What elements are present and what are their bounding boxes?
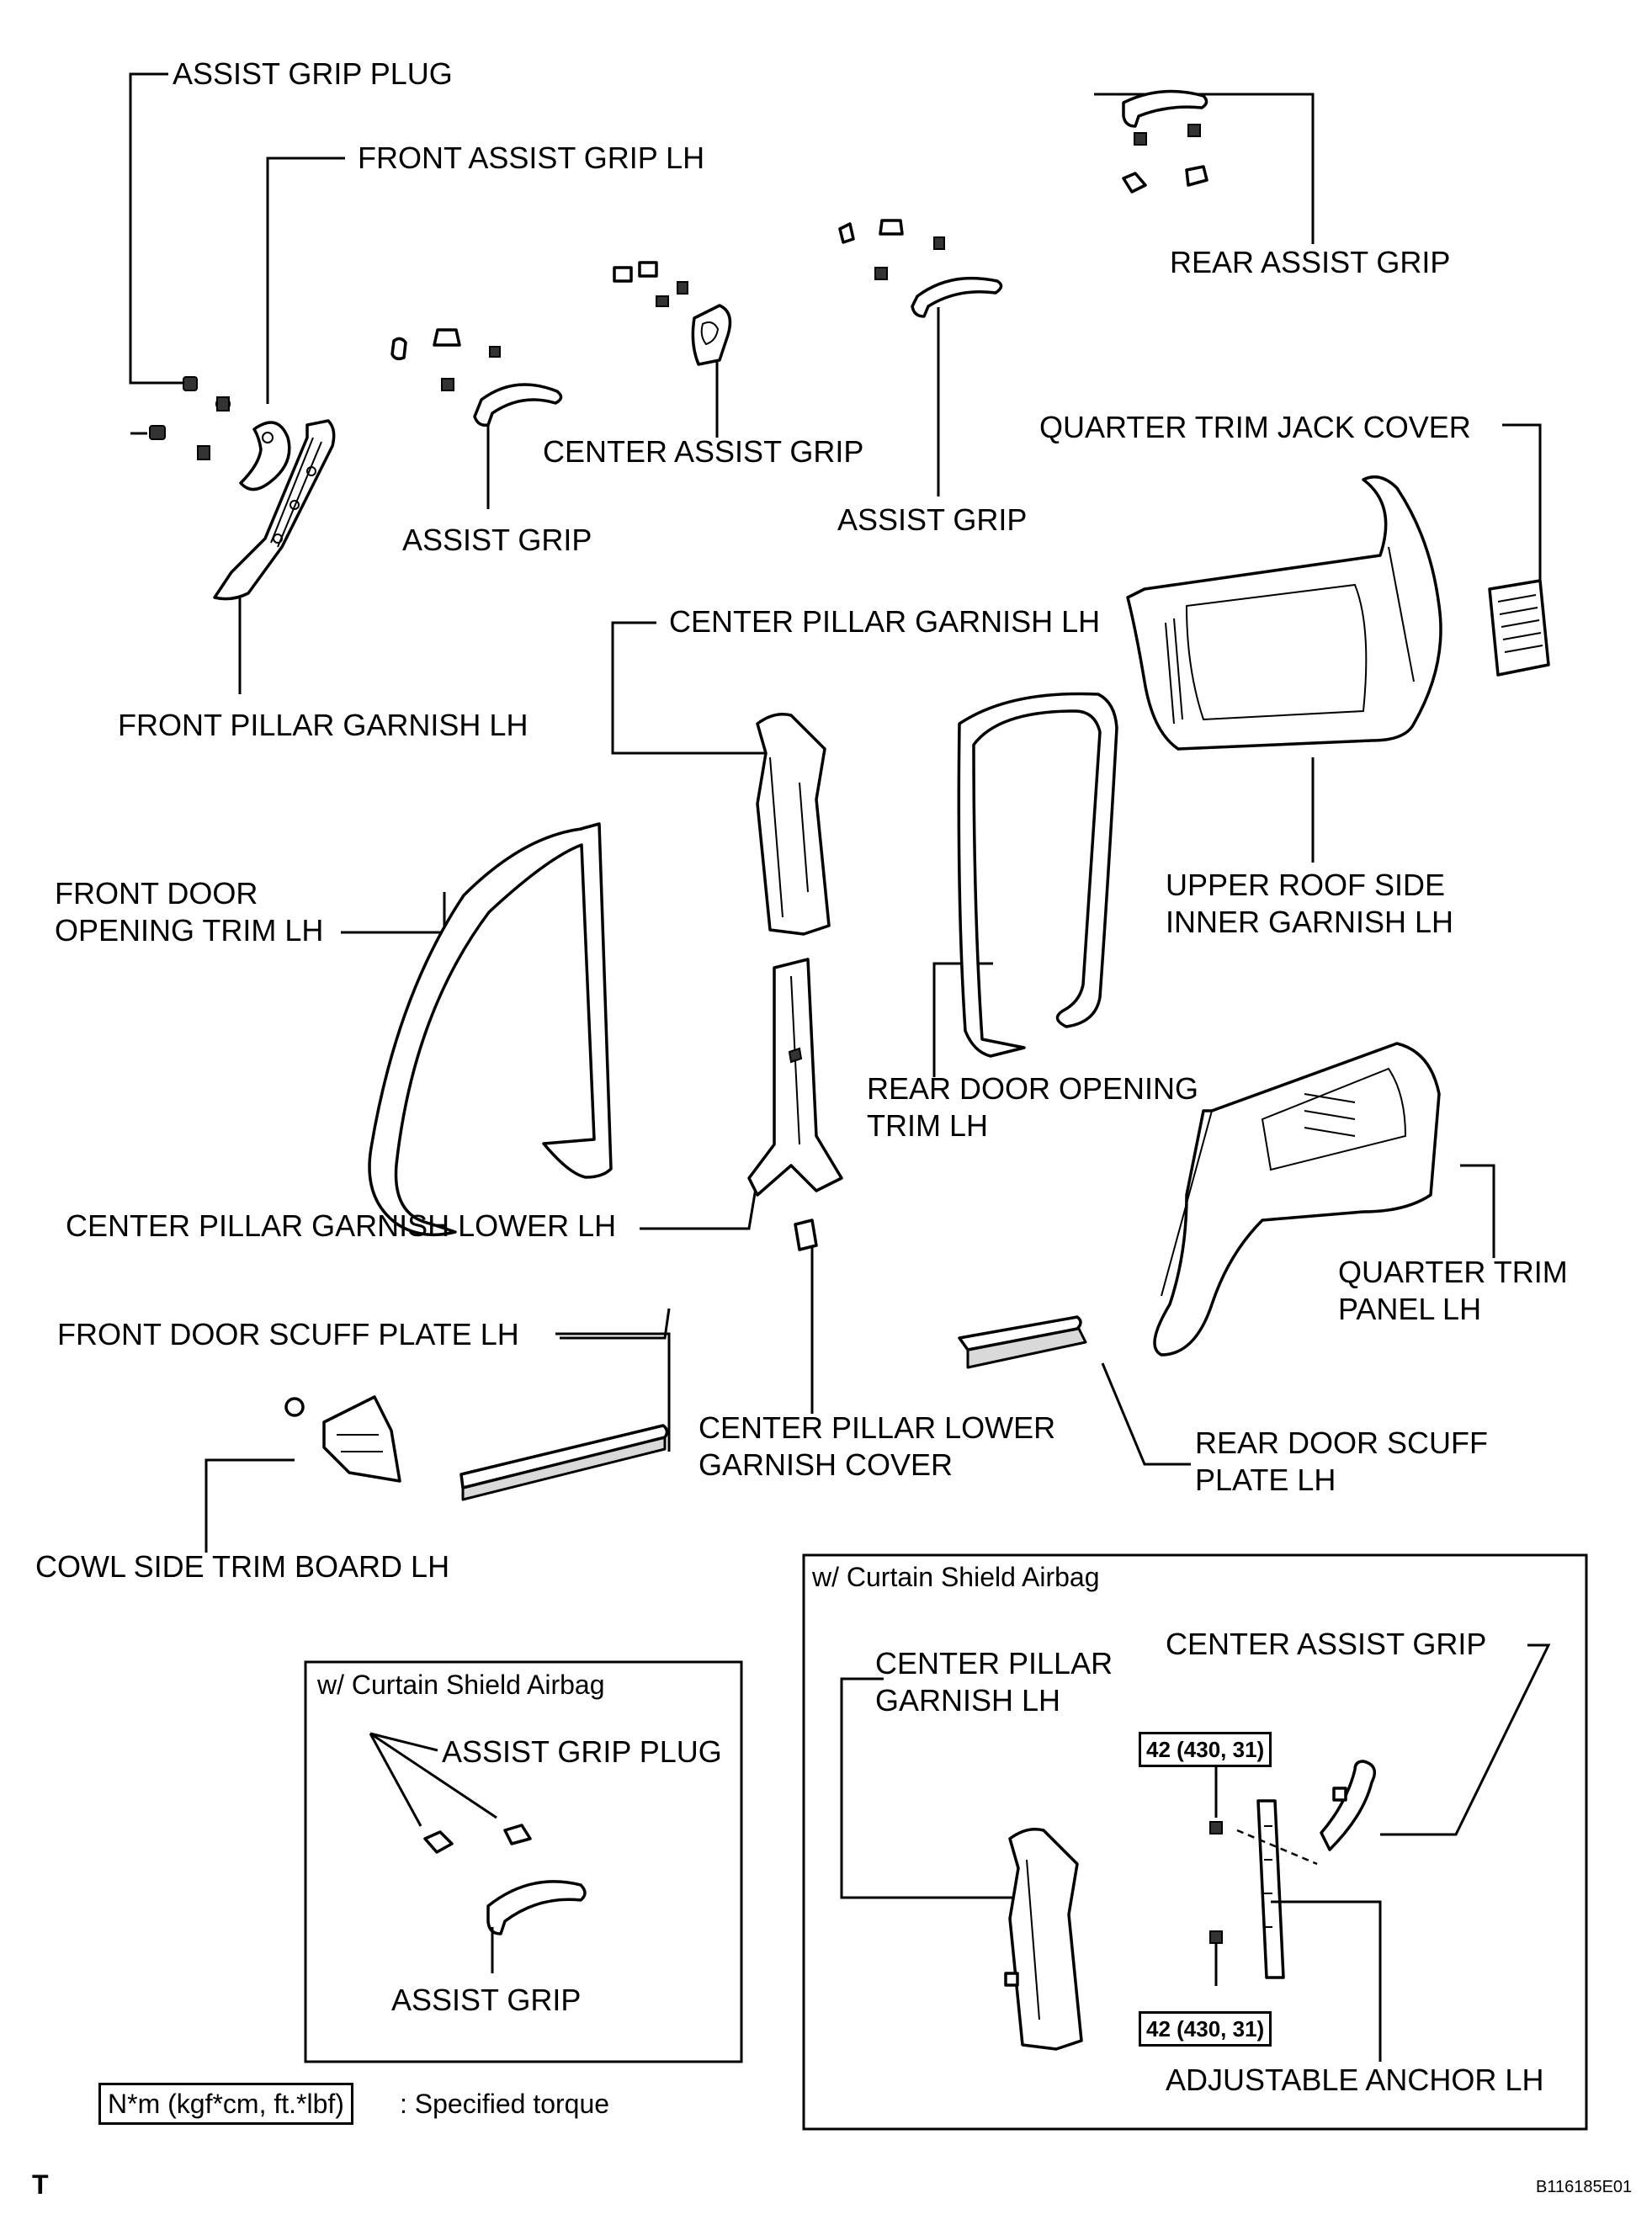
front-door-opening-trim-part bbox=[368, 822, 613, 1237]
cowl-side-trim-board-part bbox=[284, 1395, 401, 1483]
label-line: CENTER PILLAR bbox=[875, 1646, 1113, 1680]
label-center-pillar-garnish-lower-lh: CENTER PILLAR GARNISH LOWER LH bbox=[66, 1208, 617, 1243]
label-rear-door-opening-trim-lh: REAR DOOR OPENING TRIM LH bbox=[867, 1070, 1198, 1144]
label-assist-grip-2: ASSIST GRIP bbox=[837, 502, 1028, 537]
rear-assist-grip-group bbox=[1122, 89, 1208, 194]
label-front-assist-grip-lh: FRONT ASSIST GRIP LH bbox=[358, 141, 705, 175]
center-pillar-garnish-part bbox=[756, 713, 831, 936]
assist-grip-left-group bbox=[390, 328, 563, 427]
corner-mark: T bbox=[32, 2169, 49, 2200]
inset-left-label-assist-grip: ASSIST GRIP bbox=[391, 1983, 582, 2017]
label-front-door-opening-trim-lh: FRONT DOOR OPENING TRIM LH bbox=[55, 875, 323, 949]
label-front-pillar-garnish-lh: FRONT PILLAR GARNISH LH bbox=[118, 708, 529, 742]
label-center-pillar-garnish-lh: CENTER PILLAR GARNISH LH bbox=[669, 604, 1101, 639]
label-front-door-scuff-plate-lh: FRONT DOOR SCUFF PLATE LH bbox=[57, 1317, 519, 1351]
quarter-trim-panel-part bbox=[1153, 1042, 1441, 1357]
label-line: GARNISH LH bbox=[875, 1683, 1061, 1718]
rear-door-scuff-plate-part bbox=[958, 1315, 1087, 1369]
torque-spec-lower: 42 (430, 31) bbox=[1139, 2011, 1272, 2047]
rear-door-opening-trim-part bbox=[957, 692, 1118, 1058]
front-door-scuff-plate-part bbox=[459, 1424, 669, 1501]
inset-left-parts bbox=[369, 1732, 587, 1973]
inset-right-label-center-pillar-garnish-lh: CENTER PILLAR GARNISH LH bbox=[875, 1645, 1113, 1719]
label-quarter-trim-panel-lh: QUARTER TRIM PANEL LH bbox=[1338, 1254, 1568, 1328]
inset-right-frame bbox=[802, 1553, 1588, 2131]
label-line: CENTER PILLAR LOWER bbox=[699, 1410, 1056, 1445]
label-line: PANEL LH bbox=[1338, 1292, 1482, 1326]
inset-left-title: w/ Curtain Shield Airbag bbox=[317, 1670, 605, 1700]
label-assist-grip-plug: ASSIST GRIP PLUG bbox=[173, 56, 453, 91]
label-assist-grip-1: ASSIST GRIP bbox=[402, 523, 592, 557]
inset-right-label-adjustable-anchor-lh: ADJUSTABLE ANCHOR LH bbox=[1166, 2063, 1544, 2097]
label-upper-roof-side-inner-garnish-lh: UPPER ROOF SIDE INNER GARNISH LH bbox=[1166, 867, 1453, 941]
center-assist-grip-group bbox=[613, 261, 732, 366]
assist-grip-right-group bbox=[838, 219, 1003, 318]
label-quarter-trim-jack-cover: QUARTER TRIM JACK COVER bbox=[1039, 410, 1471, 444]
label-rear-door-scuff-plate-lh: REAR DOOR SCUFF PLATE LH bbox=[1195, 1425, 1488, 1499]
label-center-assist-grip: CENTER ASSIST GRIP bbox=[543, 434, 864, 469]
torque-spec-upper: 42 (430, 31) bbox=[1139, 1732, 1272, 1767]
torque-legend-box: N*m (kgf*cm, ft.*lbf) bbox=[98, 2083, 353, 2125]
label-line: TRIM LH bbox=[867, 1108, 988, 1143]
label-line: INNER GARNISH LH bbox=[1166, 905, 1454, 939]
inset-left-label-assist-grip-plug: ASSIST GRIP PLUG bbox=[442, 1734, 722, 1769]
label-line: GARNISH COVER bbox=[699, 1447, 953, 1482]
inset-right-parts bbox=[840, 1643, 1551, 2062]
inset-right-title: w/ Curtain Shield Airbag bbox=[812, 1562, 1100, 1592]
label-line: UPPER ROOF SIDE bbox=[1166, 868, 1446, 902]
label-line: PLATE LH bbox=[1195, 1463, 1336, 1497]
inset-left-frame bbox=[304, 1660, 743, 2063]
label-center-pillar-lower-garnish-cover: CENTER PILLAR LOWER GARNISH COVER bbox=[699, 1410, 1055, 1484]
quarter-trim-jack-cover-part bbox=[1488, 579, 1550, 677]
label-line: OPENING TRIM LH bbox=[55, 913, 324, 948]
label-line: QUARTER TRIM bbox=[1338, 1255, 1568, 1289]
center-pillar-lower-garnish-cover-part bbox=[794, 1219, 818, 1251]
upper-roof-side-inner-garnish-part bbox=[1126, 475, 1442, 751]
label-line: REAR DOOR OPENING bbox=[867, 1071, 1199, 1106]
label-rear-assist-grip: REAR ASSIST GRIP bbox=[1170, 245, 1451, 279]
label-line: REAR DOOR SCUFF bbox=[1195, 1426, 1489, 1460]
front-pillar-group bbox=[149, 376, 336, 601]
label-cowl-side-trim-board-lh: COWL SIDE TRIM BOARD LH bbox=[35, 1549, 450, 1584]
figure-id: B116185E01 bbox=[1536, 2178, 1633, 2196]
center-pillar-garnish-lower-part bbox=[747, 958, 843, 1197]
label-line: FRONT DOOR bbox=[55, 876, 258, 911]
inset-right-label-center-assist-grip: CENTER ASSIST GRIP bbox=[1166, 1627, 1487, 1661]
torque-legend-desc: : Specified torque bbox=[400, 2089, 610, 2119]
